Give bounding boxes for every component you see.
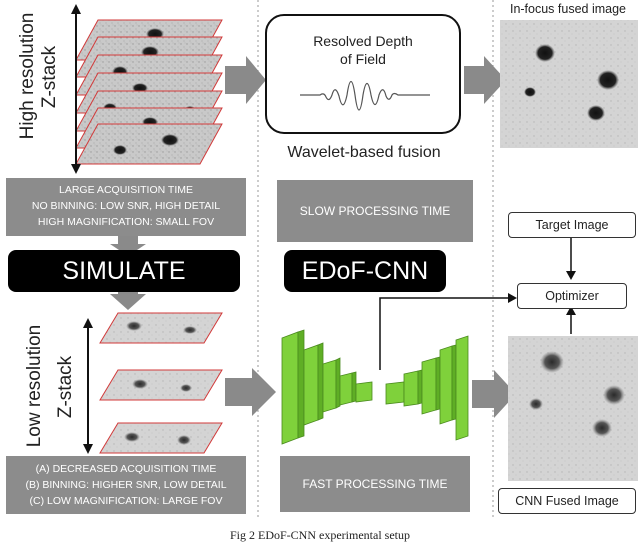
arrow-head-icon bbox=[566, 306, 576, 315]
info-line: HIGH MAGNIFICATION: SMALL FOV bbox=[37, 216, 215, 228]
info-line: LARGE ACQUISITION TIME bbox=[59, 184, 193, 196]
cnn-encoder bbox=[281, 329, 373, 445]
right-arrow-icon bbox=[464, 56, 506, 104]
resolved-depth-label: Resolved Depth of Field bbox=[270, 32, 456, 68]
simulate-box: SIMULATE bbox=[8, 250, 240, 292]
cnn-decoder bbox=[385, 335, 469, 441]
high-res-label: High resolution bbox=[17, 12, 38, 140]
fast-processing-box: FAST PROCESSING TIME bbox=[280, 456, 470, 512]
cnn-to-optimizer-line bbox=[379, 297, 512, 370]
edof-cnn-box: EDoF-CNN bbox=[284, 250, 446, 292]
zstack-slice bbox=[75, 123, 223, 165]
arrow-head-icon bbox=[566, 271, 576, 280]
right-arrow-icon bbox=[225, 56, 266, 104]
info-line: (B) BINNING: HIGHER SNR, LOW DETAIL bbox=[25, 479, 227, 491]
low-res-label: Low resolution bbox=[24, 324, 45, 448]
zstack-slice bbox=[99, 422, 223, 454]
high-res-sublabel: Z-stack bbox=[39, 45, 60, 109]
high-res-zstack bbox=[75, 19, 223, 165]
optimizer-box: Optimizer bbox=[517, 283, 627, 309]
wavelet-fusion-label: Wavelet-based fusion bbox=[287, 144, 441, 161]
info-line: (A) DECREASED ACQUISITION TIME bbox=[35, 463, 217, 475]
low-res-depth-arrow bbox=[83, 318, 93, 454]
infocus-label: In-focus fused image bbox=[509, 2, 627, 16]
target-image-box: Target Image bbox=[508, 212, 636, 238]
low-res-zstack bbox=[99, 312, 223, 454]
right-arrow-icon bbox=[225, 368, 276, 416]
arrow-head-icon bbox=[508, 293, 517, 303]
high-res-depth-arrow bbox=[71, 4, 81, 174]
zstack-slice bbox=[99, 369, 223, 401]
figure-caption: Fig 2 EDoF-CNN experimental setup bbox=[230, 528, 410, 542]
wavelet-wave-icon bbox=[300, 80, 430, 111]
resolved-line: of Field bbox=[340, 51, 386, 67]
slow-processing-box: SLOW PROCESSING TIME bbox=[277, 180, 473, 242]
cnn-fused-box: CNN Fused Image bbox=[498, 488, 636, 514]
low-res-sublabel: Z-stack bbox=[55, 355, 76, 419]
info-line: NO BINNING: LOW SNR, HIGH DETAIL bbox=[31, 200, 221, 212]
right-arrow-icon bbox=[472, 370, 516, 418]
cnn-fused-image bbox=[508, 336, 638, 481]
zstack-slice bbox=[99, 312, 223, 344]
wavelet-box bbox=[265, 14, 461, 134]
high-res-info-box: LARGE ACQUISITION TIME NO BINNING: LOW S… bbox=[6, 178, 246, 236]
infocus-fused-image bbox=[500, 20, 638, 148]
down-arrow-icon bbox=[110, 236, 146, 256]
low-res-info-box: (A) DECREASED ACQUISITION TIME (B) BINNI… bbox=[6, 456, 246, 514]
info-line: (C) LOW MAGNIFICATION: LARGE FOV bbox=[29, 495, 223, 507]
resolved-line: Resolved Depth bbox=[313, 33, 413, 49]
